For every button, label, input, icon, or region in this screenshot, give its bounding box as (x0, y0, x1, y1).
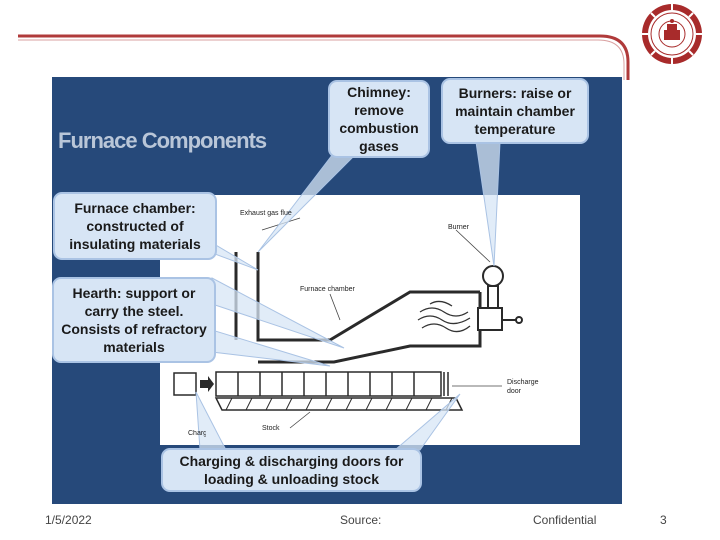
callout-doors: Charging & discharging doors for loading… (161, 448, 422, 492)
university-seal-icon (642, 4, 702, 64)
burner-flame (417, 300, 471, 333)
callout-hearth: Hearth: support or carry the steel. Cons… (52, 277, 216, 363)
label-burner: Burner (448, 224, 470, 231)
footer-confidential: Confidential (533, 513, 597, 527)
charge-arrow-icon (200, 376, 214, 392)
label-furnace-chamber: Furnace chamber (300, 286, 355, 293)
burner-icon (477, 265, 523, 331)
callout-pointers (187, 141, 501, 451)
footer-date: 1/5/2022 (45, 513, 92, 527)
label-exhaust-gas-flue: Exhaust gas flue (240, 210, 292, 217)
footer-source: Source: (340, 513, 382, 527)
label-charging-door: Charging door (188, 430, 206, 437)
hearth-beam (214, 397, 464, 411)
footer-page-number: 3 (660, 513, 667, 527)
stock-dividers (237, 372, 415, 396)
header-accent-line (18, 34, 630, 80)
stock-row (173, 371, 442, 397)
slide-title: Furnace Components (58, 128, 267, 153)
label-discharge-door: Discharge door (507, 379, 539, 395)
callout-chimney: Chimney: remove combustion gases (328, 80, 430, 158)
label-stock: Stock (262, 425, 280, 432)
discharge-door-icon (443, 372, 449, 396)
furnace-walls (234, 252, 482, 364)
callout-burners: Burners: raise or maintain chamber tempe… (441, 78, 589, 144)
callout-furnace-chamber: Furnace chamber: constructed of insulati… (53, 192, 217, 260)
